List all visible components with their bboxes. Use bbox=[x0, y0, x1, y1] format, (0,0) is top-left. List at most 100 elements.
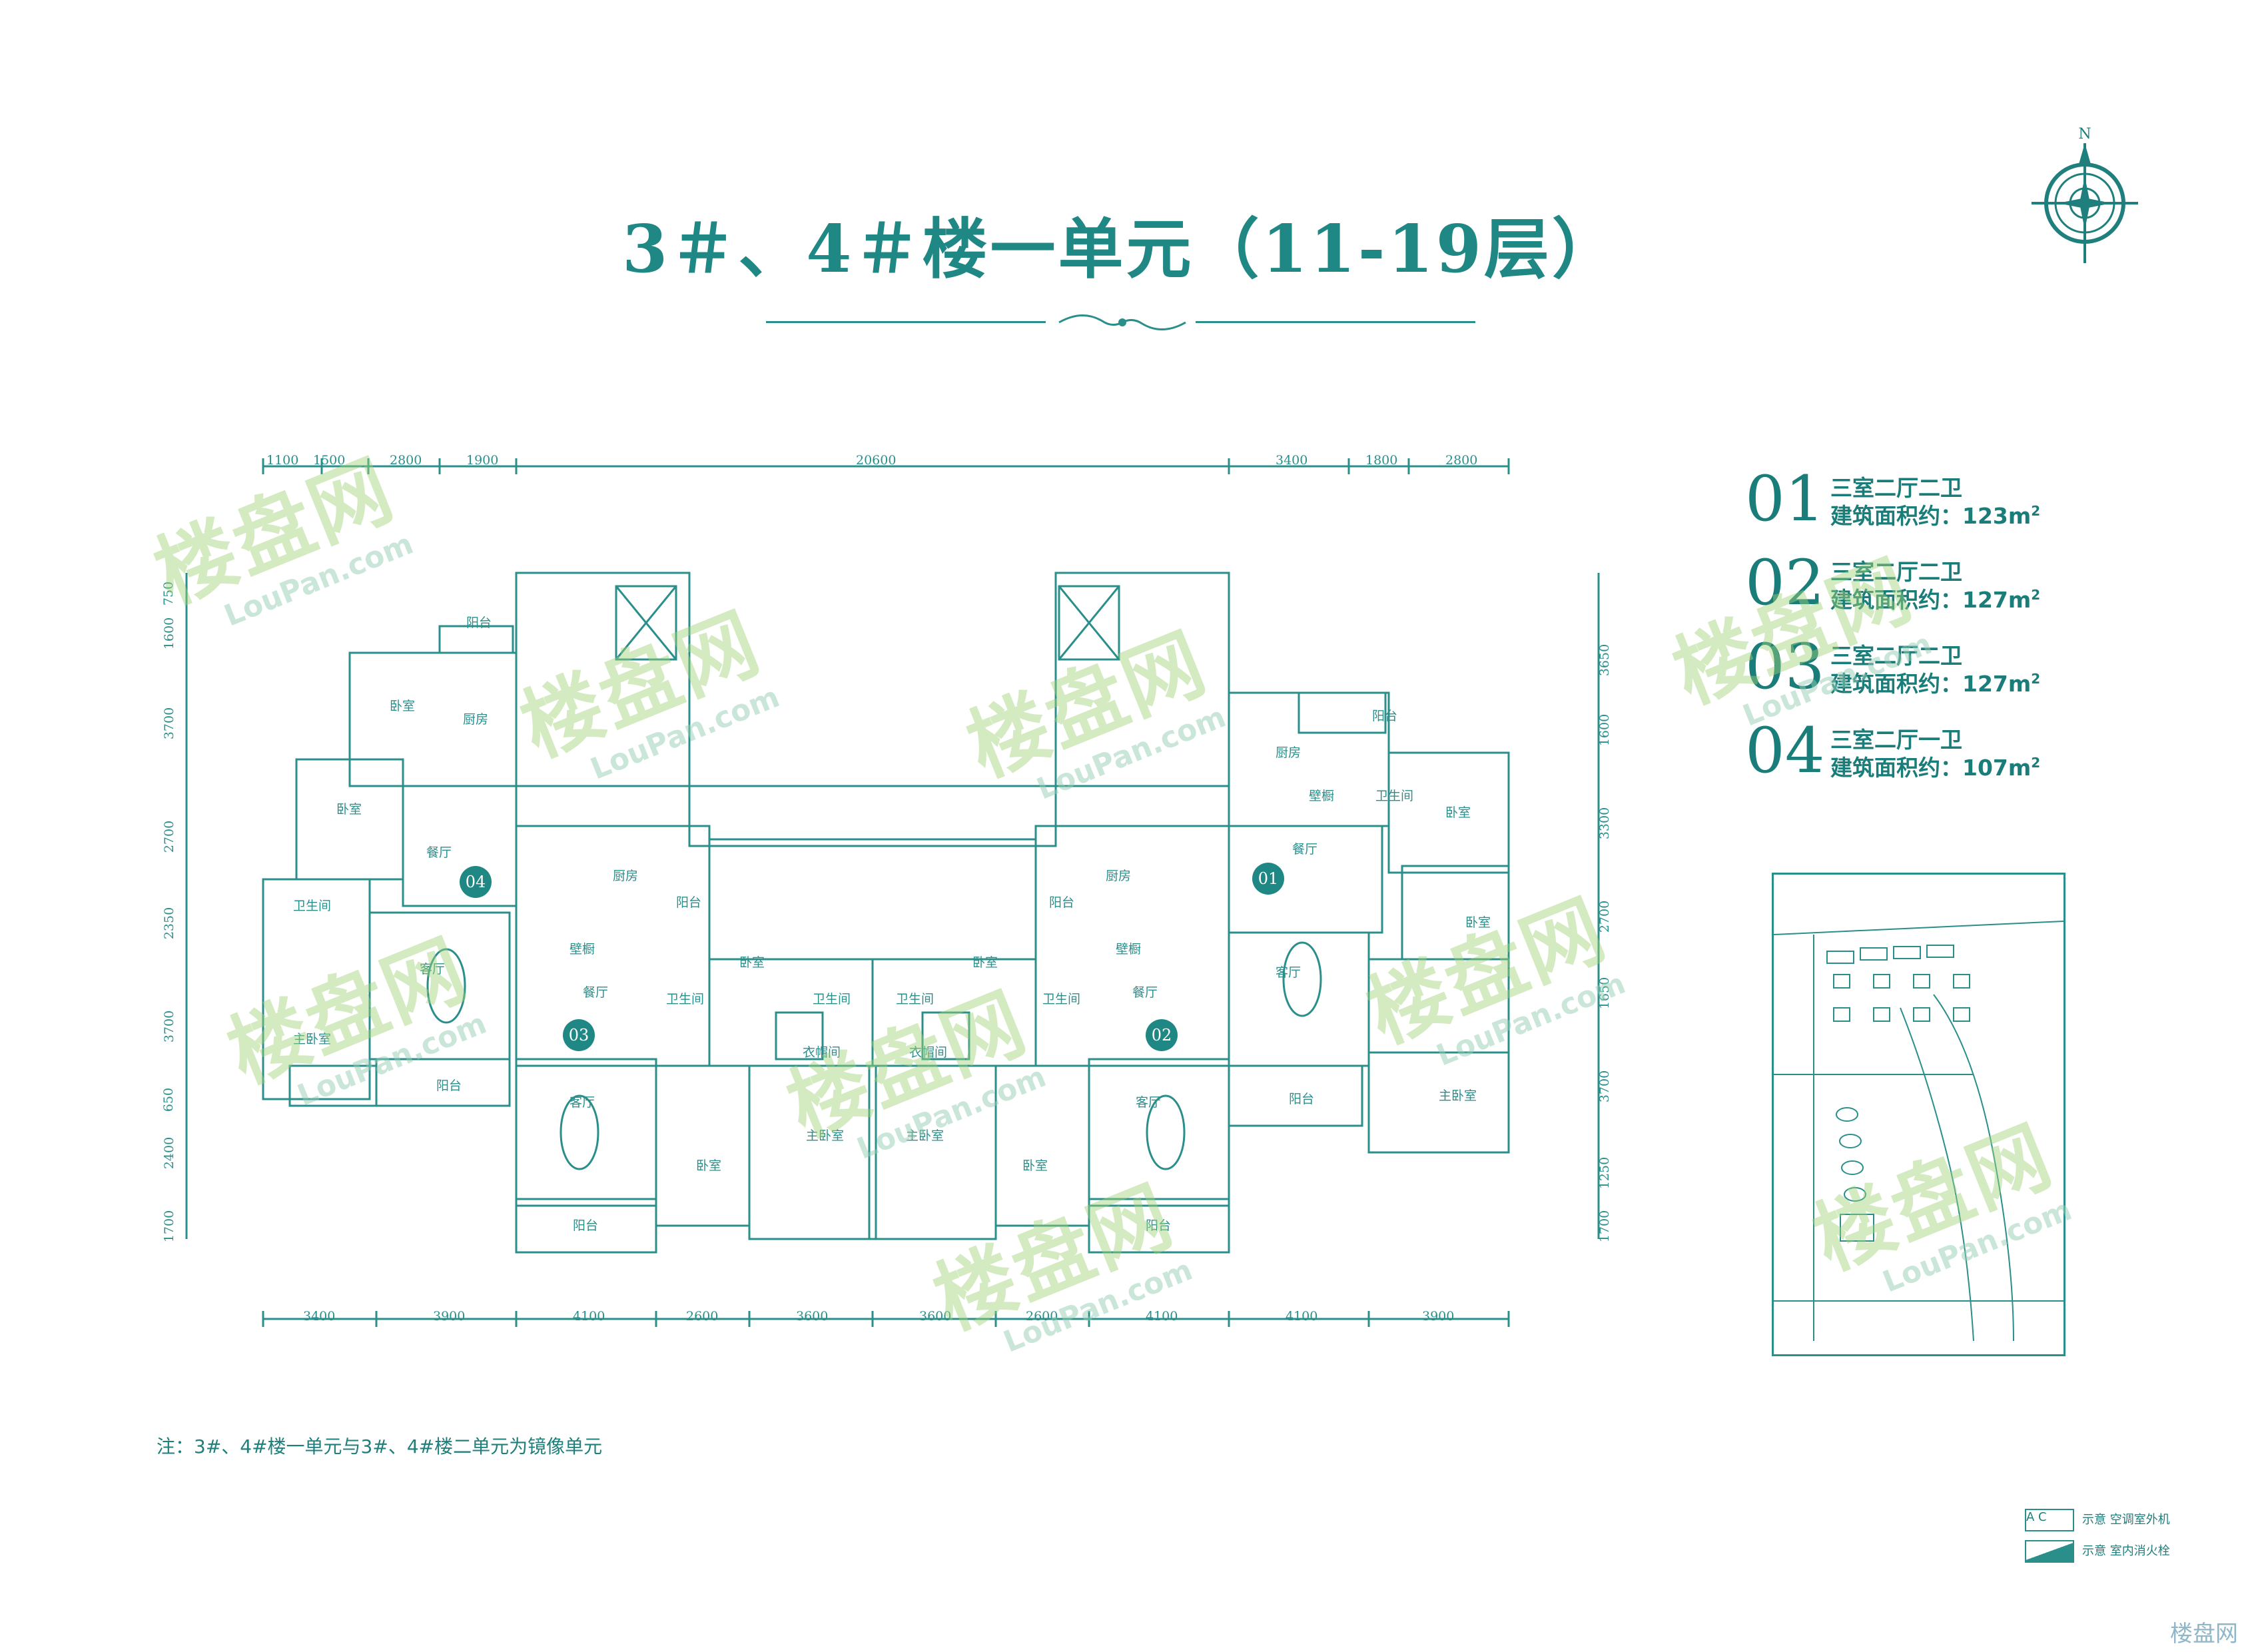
unit-row-04: 04 三室二厅一卫 建筑面积约：107m2 bbox=[1745, 718, 2158, 791]
dim-top: 1900 bbox=[466, 453, 499, 468]
dim-right: 1650 bbox=[1597, 977, 1613, 1010]
room-label: 阳台 bbox=[466, 616, 492, 630]
room-label: 厨房 bbox=[1276, 745, 1302, 760]
dim-left: 1600 bbox=[162, 617, 177, 650]
room-label: 卫生间 bbox=[813, 992, 851, 1007]
room-label: 客厅 bbox=[569, 1095, 595, 1110]
room-label: 主卧室 bbox=[293, 1032, 332, 1046]
unit-badge-01: 01 bbox=[1252, 863, 1284, 895]
unit-area-label: 建筑面积约： bbox=[1830, 671, 1962, 697]
unit-area-unit: 2 bbox=[2031, 671, 2041, 687]
dim-right: 3700 bbox=[1597, 1070, 1613, 1103]
legend-hydrant: 示意 室内消火栓 bbox=[2025, 1540, 2170, 1563]
unit-type: 三室二厅一卫 bbox=[1830, 727, 1962, 753]
room-label: 壁橱 bbox=[569, 942, 595, 957]
room-label: 餐厅 bbox=[1292, 842, 1318, 857]
dim-bottom: 3400 bbox=[303, 1309, 336, 1324]
dim-right: 1250 bbox=[1597, 1156, 1613, 1190]
dim-bottom: 2600 bbox=[686, 1309, 719, 1324]
room-label: 壁橱 bbox=[1309, 789, 1335, 803]
room-label: 阳台 bbox=[1372, 709, 1398, 723]
unit-row-01: 01 三室二厅二卫 建筑面积约：123m2 bbox=[1745, 466, 2158, 540]
room-label: 卫生间 bbox=[1042, 992, 1081, 1007]
dim-left: 1700 bbox=[162, 1210, 177, 1243]
unit-area: 建筑面积约：127m2 bbox=[1830, 666, 2040, 698]
unit-area: 建筑面积约：127m2 bbox=[1830, 582, 2040, 614]
unit-area-label: 建筑面积约： bbox=[1830, 503, 1962, 529]
compass-icon: N bbox=[2032, 126, 2138, 263]
room-label: 厨房 bbox=[1106, 869, 1132, 883]
room-label: 厨房 bbox=[613, 869, 639, 883]
dim-top: 2800 bbox=[1445, 453, 1478, 468]
dim-right: 3300 bbox=[1597, 807, 1613, 840]
title-divider-right bbox=[1196, 321, 1475, 323]
unit-area-unit: 2 bbox=[2031, 587, 2041, 603]
dim-top: 3400 bbox=[1276, 453, 1308, 468]
unit-row-03: 03 三室二厅二卫 建筑面积约：127m2 bbox=[1745, 634, 2158, 707]
dim-right: 1700 bbox=[1597, 1210, 1613, 1243]
dim-left: 2700 bbox=[162, 820, 177, 853]
unit-badge-04: 04 bbox=[460, 866, 492, 898]
unit-number: 01 bbox=[1745, 463, 1825, 536]
site-key-plan-drawing bbox=[1773, 921, 2064, 1342]
dim-left: 3700 bbox=[162, 1010, 177, 1043]
room-label: 衣帽间 bbox=[909, 1045, 948, 1060]
room-label: 主卧室 bbox=[1439, 1088, 1477, 1103]
dim-top: 2800 bbox=[390, 453, 422, 468]
dim-top: 1500 bbox=[313, 453, 346, 468]
room-label: 餐厅 bbox=[426, 845, 452, 860]
room-label: 卧室 bbox=[1022, 1158, 1048, 1173]
legend-ac-unit: A C 示意 空调室外机 bbox=[2025, 1509, 2170, 1531]
dim-top: 1800 bbox=[1365, 453, 1398, 468]
room-label: 厨房 bbox=[463, 712, 489, 727]
room-label: 卧室 bbox=[696, 1158, 722, 1173]
legend-label: 示意 空调室外机 bbox=[2082, 1513, 2170, 1527]
dim-left: 3700 bbox=[162, 707, 177, 740]
unit-area-unit: 2 bbox=[2031, 755, 2041, 771]
title-divider-left bbox=[766, 321, 1046, 323]
room-label: 卫生间 bbox=[896, 992, 934, 1007]
unit-area-value: 107m bbox=[1962, 755, 2032, 781]
unit-area-label: 建筑面积约： bbox=[1830, 587, 1962, 613]
unit-badge-03: 03 bbox=[563, 1019, 595, 1051]
room-label: 壁橱 bbox=[1116, 942, 1142, 957]
dim-left: 750 bbox=[161, 581, 177, 606]
room-label: 客厅 bbox=[1136, 1095, 1162, 1110]
dim-bottom: 4100 bbox=[1286, 1309, 1318, 1324]
dim-bottom: 3600 bbox=[796, 1309, 829, 1324]
unit-area-value: 127m bbox=[1962, 587, 2032, 613]
dim-bottom: 2600 bbox=[1026, 1309, 1058, 1324]
dim-right: 2700 bbox=[1597, 900, 1613, 933]
legend-label: 示意 室内消火栓 bbox=[2082, 1544, 2170, 1558]
compass-north-label: N bbox=[2078, 126, 2091, 143]
room-label: 阳台 bbox=[436, 1078, 462, 1093]
unit-area-label: 建筑面积约： bbox=[1830, 755, 1962, 781]
dim-bottom: 3900 bbox=[433, 1309, 466, 1324]
room-label: 主卧室 bbox=[906, 1128, 944, 1143]
dim-right: 3650 bbox=[1597, 643, 1613, 677]
room-label: 客厅 bbox=[420, 962, 446, 977]
unit-type: 三室二厅二卫 bbox=[1830, 559, 1962, 585]
room-label: 衣帽间 bbox=[803, 1045, 841, 1060]
room-label: 餐厅 bbox=[583, 985, 609, 1000]
dim-bottom: 3900 bbox=[1422, 1309, 1455, 1324]
unit-row-02: 02 三室二厅二卫 建筑面积约：127m2 bbox=[1745, 550, 2158, 623]
room-label: 阳台 bbox=[1146, 1218, 1172, 1233]
fire-hydrant-icon bbox=[2025, 1540, 2074, 1563]
room-label: 卫生间 bbox=[666, 992, 705, 1007]
room-label: 阳台 bbox=[676, 895, 702, 910]
room-label: 卧室 bbox=[1445, 805, 1471, 820]
ac-unit-icon: A C bbox=[2025, 1509, 2074, 1531]
unit-area-value: 127m bbox=[1962, 671, 2032, 697]
room-label: 卧室 bbox=[336, 802, 362, 817]
unit-type: 三室二厅二卫 bbox=[1830, 643, 1962, 669]
room-label: 卧室 bbox=[1465, 915, 1491, 930]
dim-left: 650 bbox=[161, 1087, 177, 1112]
unit-badge-02: 02 bbox=[1146, 1019, 1178, 1051]
title-ornament bbox=[1058, 314, 1186, 330]
dim-left: 2350 bbox=[162, 907, 177, 940]
unit-area: 建筑面积约：123m2 bbox=[1830, 498, 2040, 530]
room-label: 卫生间 bbox=[1375, 789, 1414, 803]
unit-type: 三室二厅二卫 bbox=[1830, 475, 1962, 501]
